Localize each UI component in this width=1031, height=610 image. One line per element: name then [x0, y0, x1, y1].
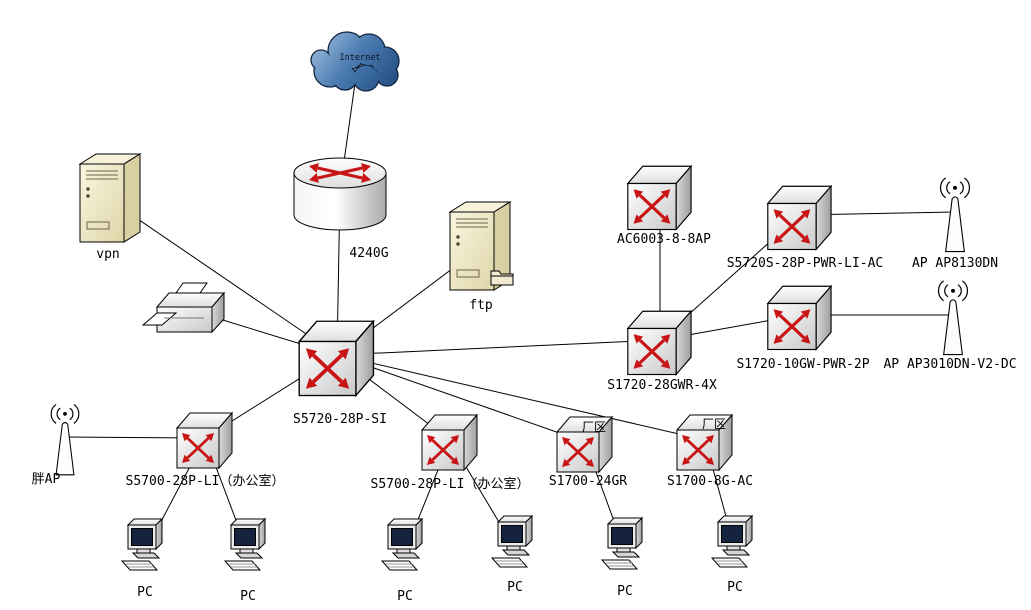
- pc-6-label: PC: [727, 580, 743, 595]
- pc-1-label: PC: [137, 585, 153, 600]
- switch-s1720-28gwr-label: S1720-28GWR-4X: [607, 378, 717, 393]
- switch-core-s5720-label: S5720-28P-SI: [293, 412, 387, 427]
- node-pc-3: [380, 517, 424, 571]
- switch-s5720s-pwr-label: S5720S-28P-PWR-LI-AC: [727, 256, 884, 271]
- pc-icon: [120, 517, 164, 571]
- switch-icon: [420, 413, 479, 472]
- edge-switch-core-s5720--switch-s1700-24gr: [336, 354, 586, 443]
- pc-3-label: PC: [397, 589, 413, 604]
- switch-icon: [626, 164, 693, 232]
- router-4240g-label: 4240G: [349, 246, 388, 261]
- pc-icon: [490, 514, 534, 568]
- internet-cloud-label: Internet: [340, 53, 381, 63]
- pc-icon: [710, 514, 754, 568]
- antenna-icon: [50, 403, 80, 476]
- pc-5-label: PC: [617, 584, 633, 599]
- pc-4-label: PC: [507, 580, 523, 595]
- antenna-icon: [939, 177, 971, 253]
- node-fat-ap: [50, 403, 80, 476]
- switch-icon: [555, 415, 614, 474]
- node-internet-cloud: Internet: [310, 31, 400, 92]
- pc-icon: [223, 517, 267, 571]
- node-switch-s5700-office-1: [175, 411, 234, 470]
- switch-icon: [766, 184, 833, 252]
- node-switch-ac6003: [626, 164, 693, 232]
- printer-icon: [141, 282, 226, 334]
- switch-s1700-8g-tag: 厂区: [702, 417, 726, 431]
- node-switch-s1720-28gwr: [626, 309, 693, 377]
- switch-icon: [297, 319, 375, 398]
- node-pc-4: [490, 514, 534, 568]
- node-server-vpn: [78, 153, 142, 243]
- server-ftp-label: ftp: [469, 298, 493, 313]
- node-pc-2: [223, 517, 267, 571]
- router-icon: [293, 157, 387, 231]
- switch-s5700-office-1-label: S5700-28P-LI（办公室）: [126, 473, 285, 489]
- node-switch-s1700-8g: [675, 413, 734, 472]
- node-switch-core-s5720: [297, 319, 375, 398]
- node-pc-1: [120, 517, 164, 571]
- edge-switch-core-s5720--switch-s1720-28gwr: [336, 339, 661, 356]
- antenna-icon: [937, 280, 969, 356]
- switch-icon: [766, 284, 833, 352]
- edge-switch-core-s5720--switch-s1700-8g: [336, 354, 706, 441]
- switch-s1700-24gr-label: S1700-24GR: [549, 474, 627, 489]
- switch-icon: [175, 411, 234, 470]
- switch-icon: [626, 309, 693, 377]
- node-switch-s1720-10gw: [766, 284, 833, 352]
- pc-icon: [380, 517, 424, 571]
- node-pc-5: [600, 516, 644, 570]
- ap-ap3010dn-label: AP AP3010DN-V2-DC: [883, 357, 1016, 372]
- switch-s1700-8g-label: S1700-8G-AC: [667, 474, 753, 489]
- pc-icon: [600, 516, 644, 570]
- node-pc-6: [710, 514, 754, 568]
- switch-s1720-10gw-label: S1720-10GW-PWR-2P: [736, 357, 869, 372]
- node-router-4240g: [293, 157, 387, 231]
- cloud-icon: Internet: [310, 31, 400, 92]
- switch-ac6003-label: AC6003-8-8AP: [617, 232, 711, 247]
- node-switch-s1700-24gr: [555, 415, 614, 474]
- node-switch-s5720s-pwr: [766, 184, 833, 252]
- folder-icon: [490, 270, 514, 286]
- switch-icon: [675, 413, 734, 472]
- edge-server-vpn--switch-core-s5720: [109, 199, 338, 356]
- switch-s5700-office-2-label: S5700-28P-LI（办公室）: [371, 476, 530, 492]
- node-server-ftp: [448, 201, 514, 291]
- device-icons-layer: Internet: [50, 31, 971, 571]
- server-folder-icon: [448, 201, 514, 291]
- node-printer: [141, 282, 226, 334]
- node-ap-ap8130dn: [939, 177, 971, 253]
- server-vpn-label: vpn: [96, 247, 119, 262]
- ap-ap8130dn-label: AP AP8130DN: [912, 256, 998, 271]
- node-ap-ap3010dn: [937, 280, 969, 356]
- fat-ap-label: 胖AP: [32, 472, 61, 487]
- switch-s1700-24gr-tag: 厂区: [582, 420, 606, 434]
- node-switch-s5700-office-2: [420, 413, 479, 472]
- server-icon: [78, 153, 142, 243]
- pc-2-label: PC: [240, 589, 256, 604]
